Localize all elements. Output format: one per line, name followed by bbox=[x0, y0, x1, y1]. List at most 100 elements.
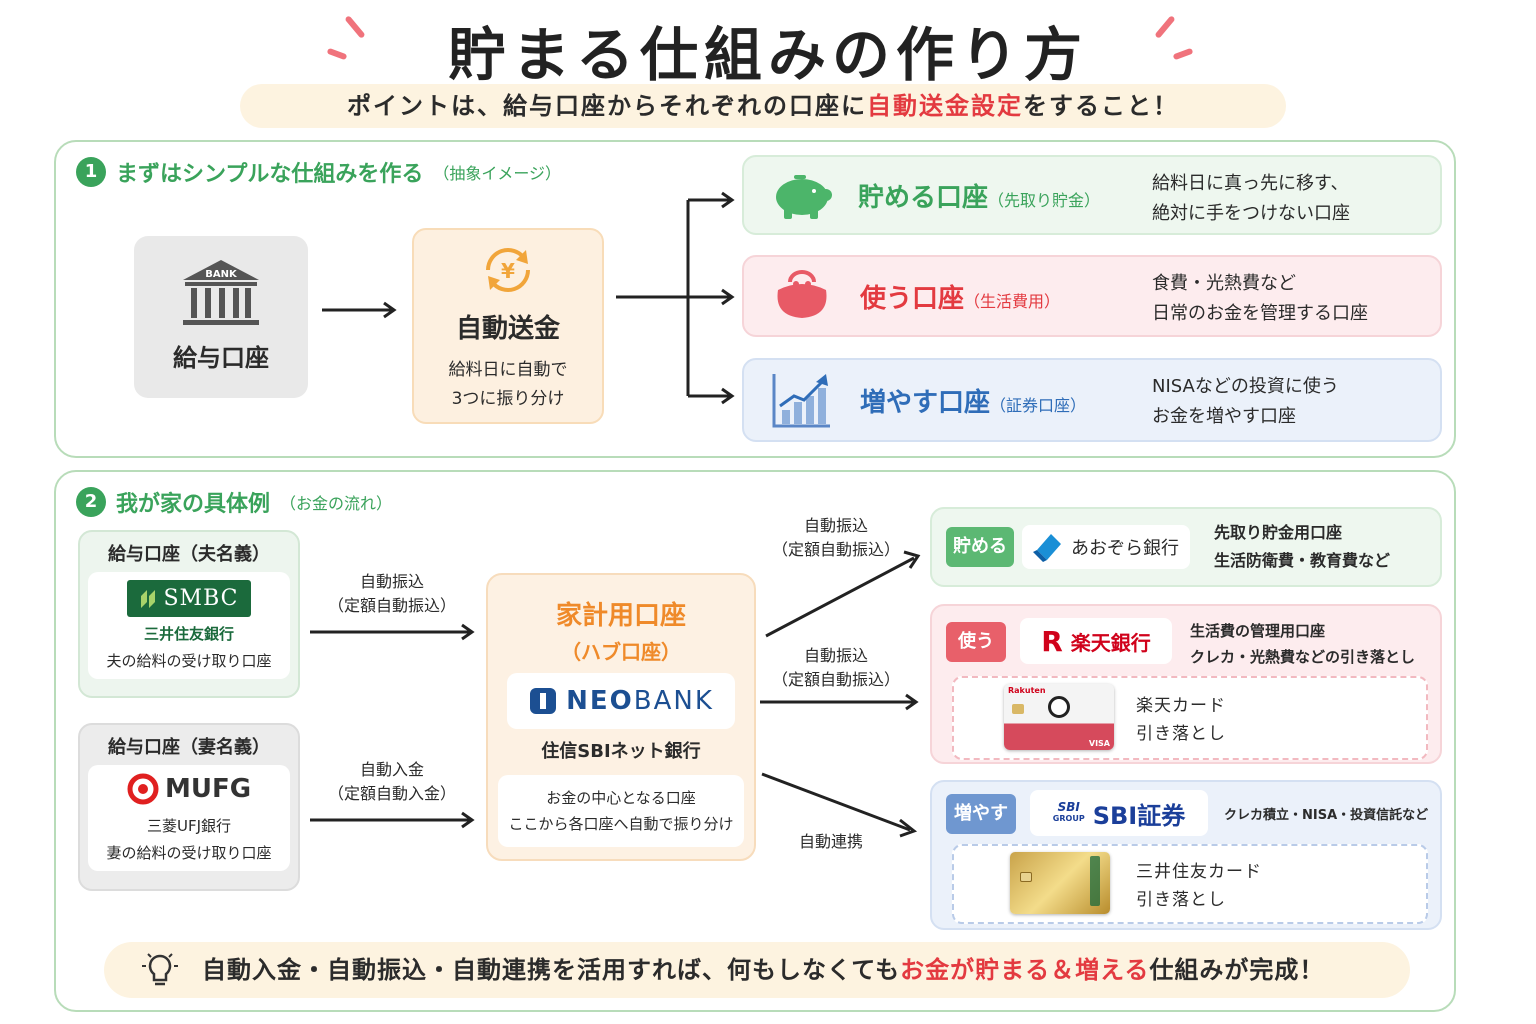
husband-bank-name: 三井住友銀行 bbox=[143, 625, 234, 643]
save-desc-line1: 給料日に真っ先に移す、 bbox=[1152, 173, 1349, 194]
section1-number: 1 bbox=[76, 157, 106, 187]
aozora-bank-name: あおぞら銀行 bbox=[1071, 538, 1179, 559]
rakuten-card-text: 楽天カード 引き落とし bbox=[1136, 692, 1226, 748]
rakuten-logo: R 楽天銀行 bbox=[1020, 618, 1172, 664]
footer-text: 自動入金・自動振込・自動連携を活用すれば、何もしなくても bbox=[202, 956, 901, 984]
rakuten-desc1: 生活費の管理用口座 bbox=[1190, 622, 1326, 640]
section2-note: （お金の流れ） bbox=[280, 494, 393, 513]
section1-note: （抽象イメージ） bbox=[433, 164, 562, 183]
spend-arrow-l1: 自動振込 bbox=[803, 646, 868, 665]
spend-account-title: 使う口座 bbox=[860, 283, 965, 314]
smbc-card-label2: 引き落とし bbox=[1136, 890, 1226, 910]
footer-highlight: お金が貯まる＆増える bbox=[900, 956, 1150, 984]
piggy-bank-icon bbox=[776, 175, 832, 219]
section1-heading: 1 まずはシンプルな仕組みを作る （抽象イメージ） bbox=[76, 156, 561, 188]
hub-desc-line2: ここから各口座へ自動で振り分け bbox=[508, 815, 734, 833]
neobank-logo: NEOBANK bbox=[507, 673, 735, 729]
sbi-box: 増やす SBI GROUP SBI証券 クレカ積立・NISA・投資信託など 三井… bbox=[930, 780, 1442, 930]
subtitle-text-end: をすること！ bbox=[1023, 92, 1179, 120]
spend-account-row: 使う口座（生活費用） 食費・光熱費など 日常のお金を管理する口座 bbox=[742, 255, 1442, 337]
smbc-logo: SMBC bbox=[127, 580, 251, 617]
grow-desc-line2: お金を増やす口座 bbox=[1152, 406, 1296, 427]
neobank-mark-icon bbox=[530, 688, 557, 714]
smbc-logo-text: SMBC bbox=[163, 586, 239, 611]
card-chip-icon bbox=[1012, 704, 1024, 714]
sbi-group-mark: SBI GROUP bbox=[1053, 801, 1085, 825]
card-stripe bbox=[1090, 856, 1100, 906]
wife-arrow-label: 自動入金 （定額自動入金） bbox=[312, 758, 472, 806]
sbi-group-label: GROUP bbox=[1052, 814, 1085, 823]
salary-account-label: 給与口座 bbox=[173, 344, 269, 372]
hub-account-box: 家計用口座 （ハブ口座） NEOBANK 住信SBIネット銀行 お金の中心となる… bbox=[486, 573, 756, 861]
growth-chart-icon bbox=[772, 374, 830, 428]
sbi-desc: クレカ積立・NISA・投資信託など bbox=[1224, 808, 1429, 823]
husband-bank-card: SMBC 三井住友銀行 夫の給料の受け取り口座 bbox=[88, 572, 290, 679]
save-tag: 貯める bbox=[946, 527, 1014, 567]
husband-bank-desc: 夫の給料の受け取り口座 bbox=[106, 652, 272, 670]
subtitle-text: ポイントは、給与口座からそれぞれの口座に bbox=[347, 92, 867, 120]
save-desc-line2: 絶対に手をつけない口座 bbox=[1152, 203, 1350, 224]
grow-account-row: 増やす口座（証券口座） NISAなどの投資に使う お金を増やす口座 bbox=[742, 358, 1442, 442]
panda-icon bbox=[1048, 696, 1070, 718]
arrow-hub-to-grow bbox=[761, 772, 918, 838]
section2-title: 我が家の具体例 bbox=[116, 492, 271, 517]
arrow-salary-to-auto bbox=[322, 301, 397, 319]
save-arrow-l1: 自動振込 bbox=[803, 516, 868, 535]
spend-account-sub: （生活費用） bbox=[964, 291, 1061, 311]
spend-desc-line1: 食費・光熱費など bbox=[1152, 273, 1296, 294]
section2-heading: 2 我が家の具体例 （お金の流れ） bbox=[76, 486, 392, 518]
wife-arrow-l1: 自動入金 bbox=[359, 760, 424, 779]
auto-transfer-line1: 給料日に自動で bbox=[448, 360, 568, 380]
subtitle-highlight: 自動送金設定 bbox=[867, 92, 1023, 120]
grow-tag: 増やす bbox=[946, 794, 1016, 834]
auto-transfer-box: ¥ 自動送金 給料日に自動で 3つに振り分け bbox=[412, 228, 604, 424]
wife-salary-box: 給与口座（妻名義） MUFG 三菱UFJ銀行 妻の給料の受け取り口座 bbox=[78, 723, 300, 891]
rakuten-desc: 生活費の管理用口座 クレカ・光熱費などの引き落とし bbox=[1190, 618, 1415, 670]
rakuten-r-mark: R bbox=[1041, 624, 1063, 658]
grow-desc-line1: NISAなどの投資に使う bbox=[1152, 376, 1339, 397]
wife-bank-desc: 妻の給料の受け取り口座 bbox=[106, 844, 272, 862]
rakuten-desc2: クレカ・光熱費などの引き落とし bbox=[1190, 648, 1416, 666]
neobank-logo-neo: NEO bbox=[566, 686, 634, 716]
arrow-hub-to-save bbox=[765, 550, 921, 638]
sbi-securities-name: SBI証券 bbox=[1092, 801, 1186, 830]
sbi-logo: SBI GROUP SBI証券 bbox=[1030, 790, 1208, 836]
save-arrow-label: 自動振込 （定額自動振込） bbox=[764, 514, 908, 562]
card-chip-icon bbox=[1020, 872, 1032, 882]
save-account-name: 貯める口座（先取り貯金） bbox=[858, 177, 1100, 214]
salary-account-box: BANK 給与口座 bbox=[134, 236, 308, 398]
lightbulb-icon bbox=[142, 953, 178, 986]
smbc-leaf-icon bbox=[141, 589, 156, 608]
wife-bank-name: 三菱UFJ銀行 bbox=[146, 817, 232, 835]
wife-arrow-l2: （定額自動入金） bbox=[327, 784, 456, 803]
aozora-logo: あおぞら銀行 bbox=[1022, 525, 1190, 569]
aozora-desc2: 生活防衛費・教育費など bbox=[1214, 551, 1391, 570]
grow-account-sub: （証券口座） bbox=[990, 395, 1087, 415]
section1-title: まずはシンプルな仕組みを作る bbox=[116, 162, 424, 187]
footer-text-end: 仕組みが完成！ bbox=[1149, 956, 1325, 984]
mufg-circle-icon bbox=[127, 773, 159, 805]
neobank-logo-bank: BANK bbox=[633, 686, 714, 716]
wife-bank-card: MUFG 三菱UFJ銀行 妻の給料の受け取り口座 bbox=[88, 765, 290, 871]
rakuten-card-image: Rakuten VISA bbox=[1004, 684, 1114, 750]
purse-icon bbox=[777, 270, 827, 318]
husband-arrow-l1: 自動振込 bbox=[359, 572, 424, 591]
rakuten-bank-name: 楽天銀行 bbox=[1070, 630, 1151, 655]
smbc-card-image bbox=[1010, 852, 1110, 914]
auto-transfer-title: 自動送金 bbox=[455, 314, 560, 344]
spend-tag: 使う bbox=[946, 622, 1006, 662]
subtitle-banner: ポイントは、給与口座からそれぞれの口座に自動送金設定をすること！ bbox=[240, 84, 1286, 128]
hub-subtitle: （ハブ口座） bbox=[561, 640, 681, 664]
aozora-desc1: 先取り貯金用口座 bbox=[1214, 523, 1343, 542]
mufg-logo-text: MUFG bbox=[164, 774, 252, 804]
smbc-card-label1: 三井住友カード bbox=[1136, 862, 1262, 882]
smbc-card-text: 三井住友カード 引き落とし bbox=[1136, 858, 1262, 914]
spend-arrow-label: 自動振込 （定額自動振込） bbox=[764, 644, 908, 692]
hub-title: 家計用口座 bbox=[555, 601, 686, 631]
neobank-logo-text: NEOBANK bbox=[566, 686, 714, 716]
spend-desc-line2: 日常のお金を管理する口座 bbox=[1152, 303, 1368, 324]
husband-arrow-label: 自動振込 （定額自動振込） bbox=[312, 570, 472, 618]
yen-cycle-icon: ¥ bbox=[486, 248, 530, 292]
spend-arrow-l2: （定額自動振込） bbox=[771, 670, 900, 689]
save-arrow-l2: （定額自動振込） bbox=[771, 540, 900, 559]
